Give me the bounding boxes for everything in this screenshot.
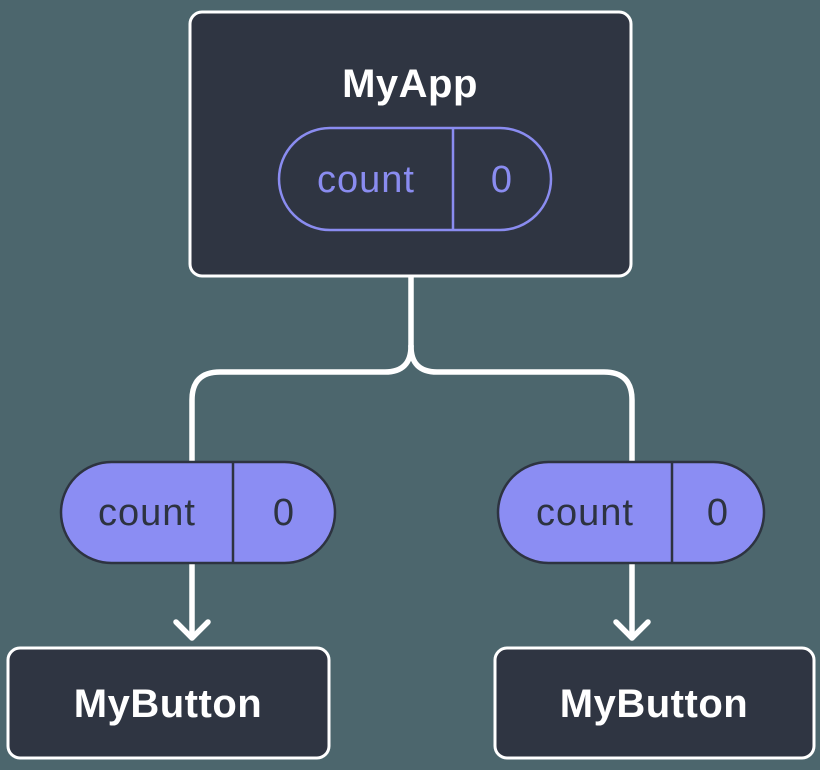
root-component-node	[188, 10, 633, 278]
root-state-pill-value: 0	[491, 159, 513, 201]
root-state-pill-name: count	[317, 159, 415, 201]
tree-connector-right-branch	[408, 343, 635, 469]
left-prop-pill-name: count	[98, 492, 196, 534]
left-child-component-node	[6, 646, 331, 760]
right-child-component-label: MyButton	[560, 682, 748, 726]
left-prop-pill-value: 0	[273, 492, 295, 534]
right-child-component-node	[493, 646, 816, 760]
right-prop-pill-name: count	[536, 492, 634, 534]
left-child-component-label: MyButton	[74, 682, 262, 726]
right-prop-pill	[496, 460, 766, 565]
root-component-label: MyApp	[342, 62, 478, 106]
tree-connector-left-branch	[189, 343, 414, 469]
right-prop-pill-value: 0	[707, 492, 729, 534]
right-arrow-down-icon	[613, 619, 651, 641]
left-arrow-down-icon	[173, 619, 211, 641]
root-state-pill	[277, 126, 553, 232]
left-prop-pill	[59, 460, 337, 565]
